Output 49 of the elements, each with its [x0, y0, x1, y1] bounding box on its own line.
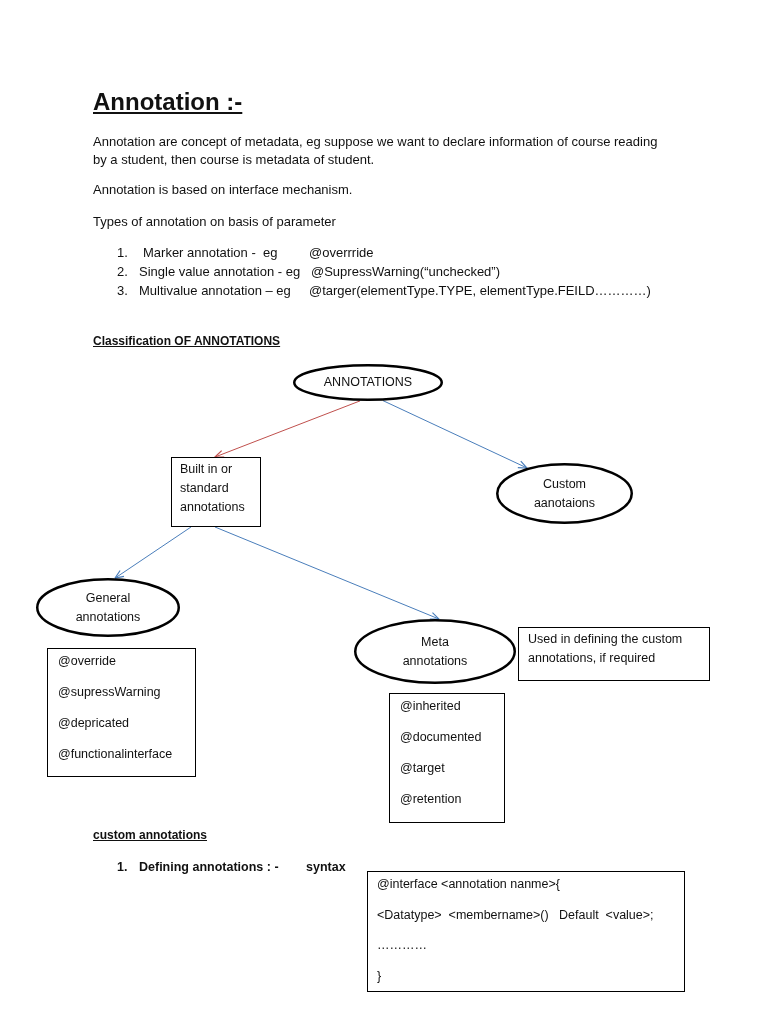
node-label: Meta annotations	[401, 633, 469, 670]
note-text: Used in defining the custom annotations, if required	[528, 631, 684, 667]
node-label: Built in or standard annotations	[180, 461, 246, 516]
paragraph: Types of annotation on basis of parameter	[93, 213, 336, 231]
arrow	[114, 526, 192, 579]
paragraph: Annotation is based on interface mechanism.	[93, 181, 353, 199]
list-item-text: Marker annotation - eg	[143, 244, 278, 262]
annotation-name: @target	[400, 760, 446, 777]
annotation-name: @inherited	[400, 698, 462, 715]
code-example: @overrride	[309, 244, 374, 262]
node-label: General annotations	[74, 589, 142, 626]
list-box	[47, 648, 196, 777]
code-box	[367, 871, 685, 992]
annotation-name: @override	[58, 653, 117, 670]
category-ellipse	[496, 463, 633, 524]
code-line: }	[377, 967, 383, 985]
node-label: Custom aanotaions	[532, 475, 597, 512]
arrow	[382, 400, 528, 469]
category-box	[171, 457, 261, 527]
arrow	[214, 526, 440, 620]
list-number: 3.	[117, 282, 128, 300]
arrow	[214, 400, 361, 458]
syntax-label: syntax	[306, 859, 346, 876]
annotation-name: @retention	[400, 791, 463, 808]
list-number: 2.	[117, 263, 128, 281]
annotation-name: @documented	[400, 729, 483, 746]
list-item-text: Single value annotation - eg	[139, 263, 301, 281]
node-label: ANNOTATIONS	[323, 374, 413, 391]
list-item-text: Multivalue annotation – eg	[139, 282, 291, 300]
annotation-name: @functionalinterface	[58, 746, 174, 763]
note-box	[518, 627, 710, 681]
annotation-name: @depricated	[58, 715, 131, 732]
code-line: @interface <annotation nanme>{	[377, 876, 561, 893]
page-title: Annotation :-	[93, 88, 243, 116]
category-ellipse	[293, 364, 443, 401]
code-line: …………	[377, 937, 428, 954]
category-ellipse	[36, 578, 180, 637]
section-heading: custom annotations	[93, 827, 207, 844]
list-box	[389, 693, 505, 823]
list-number: 1.	[117, 244, 128, 262]
category-ellipse	[354, 619, 516, 684]
list-number: 1.	[117, 859, 128, 876]
section-heading: Classification OF ANNOTATIONS	[93, 333, 281, 350]
list-item-heading: Defining annotations : -	[139, 859, 279, 876]
code-line: <Datatype> <membername>() Default <value>;	[377, 906, 655, 924]
code-example: @targer(elementType.TYPE, elementType.FEILD…………)	[309, 282, 651, 300]
code-example: @SupressWarning(“unchecked”)	[311, 263, 500, 281]
annotation-name: @supressWarning	[58, 684, 162, 701]
paragraph: Annotation are concept of metadata, eg suppose we want to declare information of course reading by a student, then course is metadata of student.	[93, 133, 659, 169]
